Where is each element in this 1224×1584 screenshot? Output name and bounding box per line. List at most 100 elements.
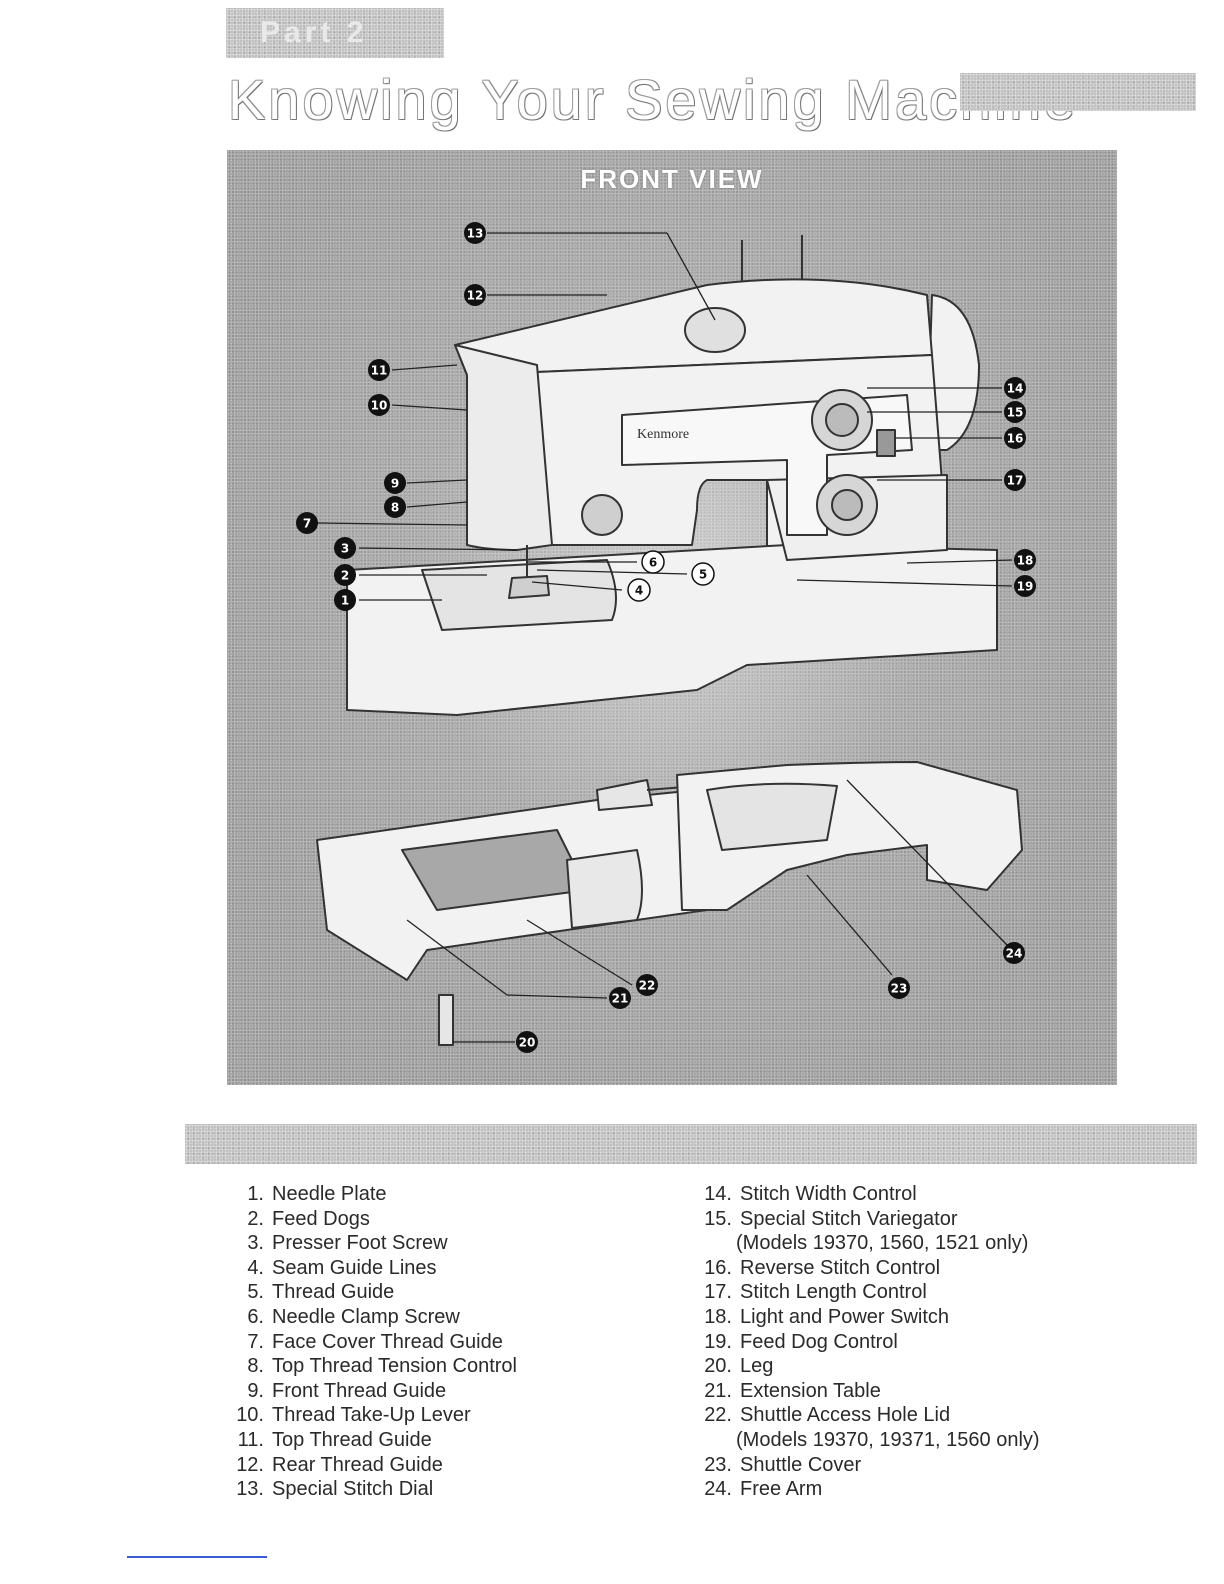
leader-22 — [526, 919, 633, 986]
callout-4: 4 — [627, 578, 651, 602]
legend-item-label: Needle Plate — [272, 1183, 387, 1205]
handwheel — [926, 294, 980, 451]
footer-rule — [127, 1556, 267, 1558]
callout-23: 23 — [888, 977, 910, 999]
callout-17: 17 — [1004, 469, 1026, 491]
callout-8: 8 — [384, 496, 406, 518]
svg-text:4: 4 — [635, 584, 643, 598]
legend-item-number: 21. — [704, 1379, 732, 1402]
legend-item: 1. Needle Plate — [222, 1182, 622, 1207]
legend-item-label: Face Cover Thread Guide — [272, 1330, 503, 1353]
callout-1: 1 — [334, 589, 356, 611]
legend-item: 5. Thread Guide — [222, 1280, 622, 1305]
leader-23 — [806, 874, 893, 976]
legend-item: 10.Thread Take-Up Lever — [222, 1403, 622, 1428]
svg-text:13: 13 — [467, 227, 484, 241]
legend-item: 15.Special Stitch Variegator — [690, 1207, 1110, 1232]
legend-item-label: Reverse Stitch Control — [740, 1256, 941, 1279]
legend-item-number: 2. — [247, 1207, 264, 1230]
extension-leg — [438, 994, 454, 1046]
svg-text:1: 1 — [341, 594, 349, 608]
svg-text:2: 2 — [341, 569, 349, 583]
legend-item-label: Shuttle Cover — [740, 1453, 862, 1476]
legend-item: 14.Stitch Width Control — [690, 1182, 1110, 1207]
callout-6: 6 — [641, 550, 665, 574]
figure-title: FRONT VIEW — [580, 164, 764, 194]
leader-18 — [906, 559, 1013, 564]
svg-text:8: 8 — [391, 501, 399, 515]
leader-21b — [506, 994, 608, 999]
leader-21 — [406, 919, 508, 996]
legend-item-label: Stitch Length Control — [740, 1281, 927, 1304]
legend-item-number: 13. — [236, 1478, 264, 1501]
callout-14: 14 — [1004, 377, 1026, 399]
part-label: Part 2 — [260, 16, 368, 49]
svg-text:19: 19 — [1017, 580, 1034, 594]
legend-item: 8.Top Thread Tension Control — [222, 1354, 622, 1379]
callout-13: 13 — [464, 222, 486, 244]
callout-9: 9 — [384, 472, 406, 494]
legend-item-number: 5. — [247, 1281, 264, 1304]
svg-text:22: 22 — [639, 979, 656, 993]
divider-bar — [185, 1124, 1197, 1164]
callout-3: 3 — [334, 537, 356, 559]
legend-item-number: 16. — [704, 1256, 732, 1279]
legend-item-number: 7. — [247, 1330, 264, 1353]
legend-item-label: Shuttle Access Hole Lid — [740, 1404, 951, 1427]
callout-11: 11 — [368, 359, 390, 381]
svg-text:16: 16 — [1007, 432, 1024, 446]
leader-13b — [666, 232, 716, 321]
legend-item-label: Extension Table — [740, 1379, 881, 1402]
svg-text:17: 17 — [1007, 474, 1024, 488]
leader-3 — [358, 547, 518, 551]
part-tab: Part 2 — [226, 8, 444, 58]
svg-text:23: 23 — [891, 982, 908, 996]
callout-16: 16 — [1004, 427, 1026, 449]
legend-item: 23.Shuttle Cover — [690, 1453, 1110, 1478]
legend-item-number: 22. — [704, 1404, 732, 1427]
leader-19 — [796, 579, 1013, 587]
legend-item-label: Special Stitch Dial — [272, 1478, 434, 1501]
legend-item-note: (Models 19370, 19371, 1560 only) — [736, 1428, 1040, 1451]
callout-21: 21 — [609, 987, 631, 1009]
legend-item-number: 17. — [704, 1281, 732, 1304]
legend-item: 13. Special Stitch Dial — [222, 1477, 622, 1502]
legend-item-number: 15. — [704, 1207, 732, 1230]
legend-item-number: 6. — [247, 1305, 264, 1328]
page-title: Knowing Your Sewing Machine — [228, 68, 1078, 131]
legend-item-label: Front Thread Guide — [272, 1379, 447, 1402]
legend-item-label: Thread Guide — [272, 1281, 395, 1304]
callout-10: 10 — [368, 394, 390, 416]
legend-item-label: Top Thread Guide — [272, 1428, 432, 1451]
legend-item-label: Seam Guide Lines — [272, 1256, 437, 1279]
legend-item-number: 18. — [704, 1305, 732, 1328]
legend-item-label: Presser Foot Screw — [272, 1232, 448, 1255]
svg-text:21: 21 — [612, 992, 629, 1006]
legend-item: 2.Feed Dogs — [222, 1207, 622, 1232]
leader-5 — [536, 569, 688, 575]
legend-item: 19.Feed Dog Control — [690, 1330, 1110, 1355]
front-view-figure: Kenmore — [227, 150, 1117, 1085]
leader-11 — [391, 364, 458, 371]
stitch-width-dial-center — [825, 403, 859, 437]
legend-item-number: 11. — [237, 1428, 264, 1451]
legend-item-label: Rear Thread Guide — [272, 1453, 443, 1476]
legend-item-label: Leg — [740, 1355, 774, 1378]
legend-item: 7. Face Cover Thread Guide — [222, 1330, 622, 1355]
legend-item-number: 1. — [247, 1183, 264, 1205]
svg-text:7: 7 — [303, 517, 311, 531]
legend-item-number: 14. — [704, 1183, 732, 1205]
svg-text:14: 14 — [1007, 382, 1024, 396]
callout-2: 2 — [334, 564, 356, 586]
callout-5: 5 — [691, 562, 715, 586]
leader-10 — [391, 404, 468, 411]
callout-15: 15 — [1004, 401, 1026, 423]
callout-24: 24 — [1003, 942, 1025, 964]
callout-18: 18 — [1014, 549, 1036, 571]
svg-text:3: 3 — [341, 542, 349, 556]
tension-dial — [581, 494, 623, 536]
callout-22: 22 — [636, 974, 658, 996]
legend-item-number: 9. — [247, 1379, 264, 1402]
legend-item-number: 4. — [247, 1256, 264, 1279]
